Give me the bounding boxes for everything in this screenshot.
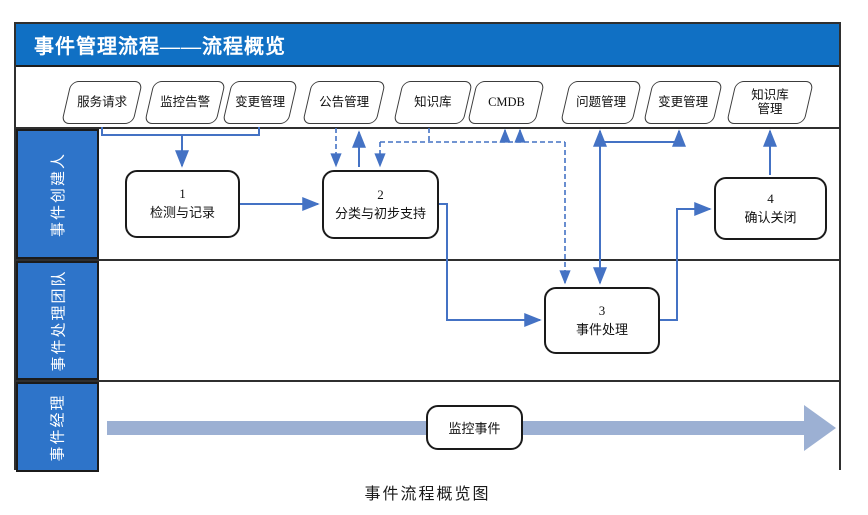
source-label: 变更管理	[234, 95, 285, 110]
source-announcement-management: 公告管理	[302, 81, 386, 124]
process-diagram: 事件管理流程——流程概览 服务请求 监控告警 变更管理 公告管理 知识库 CMD…	[14, 22, 841, 472]
step-4-confirm-close: 4 确认关闭	[714, 177, 827, 240]
diagram-title: 事件管理流程——流程概览	[34, 36, 286, 58]
source-label: 监控告警	[159, 95, 210, 110]
monitor-events-box: 监控事件	[426, 405, 523, 450]
step-1-detect-and-record: 1 检测与记录	[125, 170, 240, 238]
source-monitoring-alert: 监控告警	[144, 81, 226, 124]
lane-label-text: 事件创建人	[51, 151, 68, 237]
source-knowledge-base: 知识库	[393, 81, 473, 124]
source-label: 公告管理	[318, 95, 369, 110]
diagram-title-bar: 事件管理流程——流程概览	[16, 24, 839, 67]
lane-label-incident-creator: 事件创建人	[16, 129, 99, 259]
source-label: 问题管理	[575, 95, 626, 110]
source-label: 变更管理	[657, 95, 708, 110]
step-3-incident-handling: 3 事件处理	[544, 287, 660, 354]
step-number: 4	[767, 190, 774, 206]
step-label: 事件处理	[575, 321, 628, 337]
source-knowledge-base-management: 知识库管理	[726, 81, 814, 124]
step-number: 3	[598, 302, 606, 318]
step-label: 检测与记录	[149, 205, 215, 220]
lane-label-handling-team: 事件处理团队	[16, 261, 99, 380]
step-label: 分类与初步支持	[334, 205, 426, 221]
source-label: 知识库	[414, 95, 452, 110]
lane-label-text: 事件处理团队	[51, 269, 68, 372]
lane-label-text: 事件经理	[50, 392, 67, 462]
step-number: 1	[179, 186, 186, 202]
source-change-management: 变更管理	[222, 81, 298, 124]
source-label: 服务请求	[76, 95, 127, 110]
lane-label-incident-manager: 事件经理	[16, 382, 99, 472]
step-2-classify-initial-support: 2 分类与初步支持	[322, 170, 439, 239]
sources-band: 服务请求 监控告警 变更管理 公告管理 知识库 CMDB 问题管理 变更管理 知…	[16, 67, 839, 127]
diagram-caption: 事件流程概览图	[364, 486, 491, 503]
source-service-request: 服务请求	[61, 81, 143, 124]
step-number: 2	[377, 186, 384, 202]
source-problem-management: 问题管理	[560, 81, 642, 124]
source-label: CMDB	[487, 95, 525, 110]
lane-handling-team: 事件处理团队	[16, 259, 839, 380]
source-label: 知识库管理	[751, 88, 789, 117]
source-change-management-2: 变更管理	[643, 81, 723, 124]
source-cmdb: CMDB	[467, 81, 545, 124]
monitor-events-label: 监控事件	[448, 421, 501, 436]
step-label: 确认关闭	[744, 209, 797, 225]
